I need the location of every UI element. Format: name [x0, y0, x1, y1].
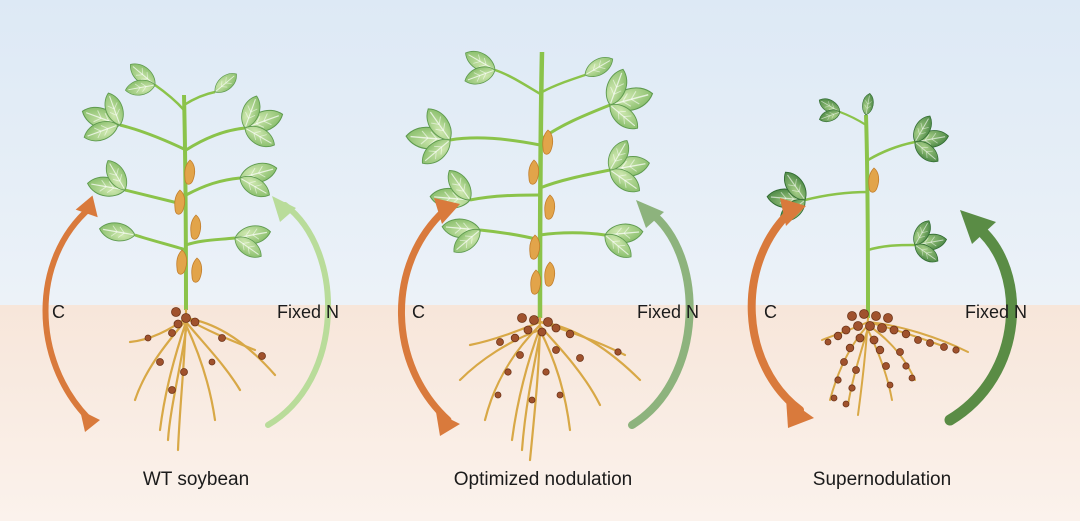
wt-root-system: [128, 308, 277, 452]
wt-caption: WT soybean: [143, 469, 249, 490]
super-caption: Supernodulation: [813, 469, 951, 490]
super-carbon-label: C: [764, 302, 777, 322]
optimized-carbon-arrow: [398, 198, 460, 436]
optimized-carbon-label: C: [412, 302, 425, 322]
wt-plant-shoot: [78, 57, 287, 311]
super-nodules: [824, 309, 960, 408]
panel-wt: C Fixed N WT soybean: [42, 57, 339, 490]
super-carbon-arrow: [747, 198, 814, 428]
optimized-caption: Optimized nodulation: [454, 469, 633, 490]
super-plant-shoot: [765, 92, 951, 319]
super-nitrogen-label: Fixed N: [965, 302, 1027, 322]
wt-carbon-label: C: [52, 302, 65, 322]
wt-nitrogen-label: Fixed N: [277, 302, 339, 322]
wt-nodules: [144, 307, 266, 394]
panel-optimized: C Fixed N Optimized nodulation: [398, 45, 699, 490]
optimized-plant-shoot: [404, 45, 656, 319]
super-nitrogen-arrow: [944, 210, 1017, 426]
wt-nitrogen-arrow: [265, 196, 331, 428]
optimized-nitrogen-arrow: [628, 200, 694, 429]
wt-carbon-arrow: [42, 195, 100, 432]
optimized-nodules: [494, 313, 622, 404]
panel-super: C Fixed N Supernodulation: [747, 92, 1027, 490]
optimized-nitrogen-label: Fixed N: [637, 302, 699, 322]
